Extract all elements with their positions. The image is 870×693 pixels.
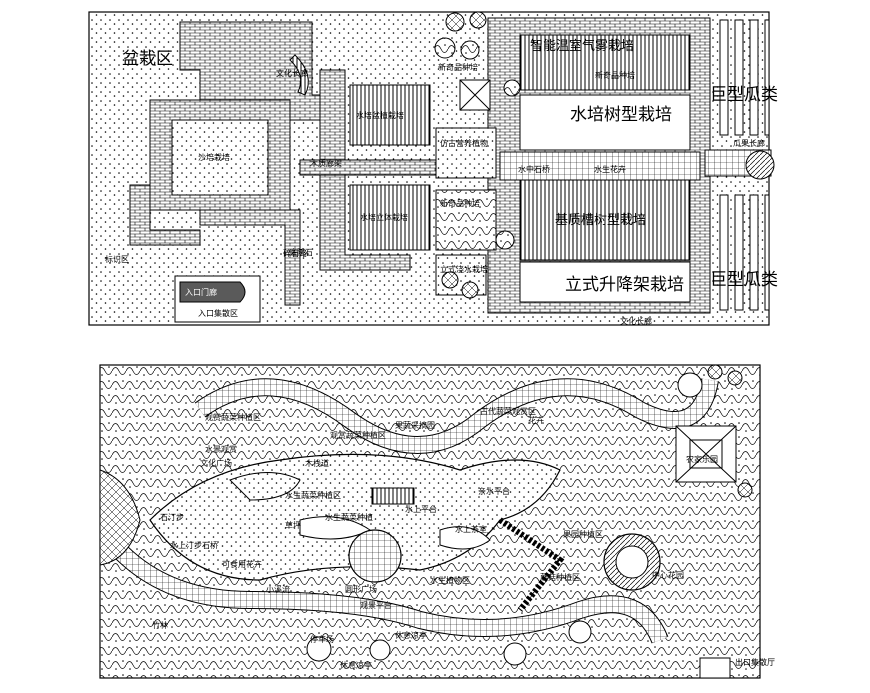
label-wood-corridor: 木质廊架 <box>310 158 342 168</box>
wood-corridor-north <box>349 84 431 146</box>
label-new-species: 新奇品种培 <box>595 70 635 80</box>
label-melon-corridor: 瓜果长廊 <box>733 138 765 148</box>
lake-island-east <box>439 526 491 550</box>
label-entrance-stage: 入口集散区 <box>198 308 238 318</box>
label-ancient-plant: 仿古营养植物 <box>440 138 488 148</box>
label-water-plant2: 水生蔬菜种植 <box>325 512 373 522</box>
label-water-culture-top: 水培盆植栽培 <box>356 110 404 120</box>
garden-stone <box>745 150 775 180</box>
label-flower-area: 可食用花卉 <box>222 559 262 569</box>
label-culture-gallery: 文化长廊 <box>276 68 308 78</box>
label-aquatic-house: 水上茶室 <box>455 524 487 534</box>
label-water-stone: 石汀步 <box>160 513 184 522</box>
tree-cluster-east <box>677 364 753 498</box>
label-flower-north: 花卉 <box>528 415 544 425</box>
tree-cluster-north <box>434 11 521 299</box>
label-water-stage: 亲水平台 <box>478 486 510 496</box>
entrance-gate-shape <box>179 281 246 303</box>
new-species-box <box>435 189 497 251</box>
label-culture-gallery-bottom: 文化长廊 <box>620 316 652 326</box>
label-parking: 停车场 <box>310 634 334 644</box>
exit-block <box>699 657 731 679</box>
label-stand-culture: 立式升降架栽培 <box>565 275 684 295</box>
wood-corridor-south <box>349 184 431 251</box>
label-stone-path: 碎石路 <box>283 248 307 258</box>
small-circle-3 <box>503 642 527 666</box>
bottom-plan: 观赏蔬菜种植区 观赏蔬菜种植区 果蔬采摘园 古代蔬菜观赏区 花卉 水景观赏 文化… <box>99 364 775 679</box>
label-stand-culture-sub: 立式浇水栽培 <box>440 264 488 274</box>
giant-melon-rows-north <box>719 19 770 136</box>
label-wood-walk: 木栈道 <box>305 458 329 468</box>
round-square-plaza <box>348 529 402 583</box>
north-path <box>195 378 718 453</box>
small-circle-1 <box>306 636 332 662</box>
label-entrance-gate: 入口门廊 <box>185 287 217 297</box>
label-central-garden: 中心花园 <box>652 570 684 580</box>
brick-path-south <box>199 209 301 306</box>
label-water-flower: 水生花卉 <box>594 164 626 174</box>
water-culture-bed <box>519 94 691 151</box>
label-vegetable-mid: 观赏蔬菜种植区 <box>330 430 386 440</box>
label-giant-melon-bottom: 巨型瓜类 <box>710 270 778 290</box>
label-new-species-box: 新奇品种培 <box>440 198 480 208</box>
label-vertical-culture: 基质槽树型栽培 <box>555 212 646 228</box>
label-garden-stone: 庭院石 <box>289 247 313 257</box>
stand-culture-bed <box>519 261 691 303</box>
lake-island-north <box>229 472 301 501</box>
label-round-square2: 观景平台 <box>360 600 392 610</box>
label-culture-square: 文化广场 <box>200 458 232 468</box>
label-fog-culture-north: 新奇品种培 <box>438 62 478 72</box>
small-circle-4 <box>568 620 592 644</box>
label-water-platform: 水上平台 <box>405 504 437 514</box>
sand-culture-bed <box>171 119 269 196</box>
villa-roof-inner <box>689 439 723 469</box>
label-round-square: 圆形广场 <box>345 584 377 594</box>
central-garden-core <box>615 545 649 579</box>
label-ancient-vegetable: 古代蔬菜观赏区 <box>480 406 536 416</box>
stone-step-path <box>498 517 565 612</box>
label-bonsai-zone: 盆栽区 <box>122 49 173 69</box>
label-aquatic-view: 水景观赏 <box>205 444 237 454</box>
villa-roof <box>675 425 737 483</box>
label-fog-culture: 智能温室气雾栽培 <box>530 38 634 54</box>
vertical-culture-bed <box>519 179 691 261</box>
ancient-plant-box <box>435 127 497 179</box>
label-fruit-area: 果园种植区 <box>563 529 603 539</box>
west-entrance <box>99 469 141 566</box>
water-channel <box>499 151 701 181</box>
brick-path-west <box>129 184 201 246</box>
label-sand-culture: 沙培栽培 <box>198 152 230 162</box>
label-sign-small: 标识区 <box>105 254 129 264</box>
label-rest-house-2: 休息凉亭 <box>340 660 372 670</box>
fog-culture-bed <box>519 34 691 91</box>
wood-bridge <box>371 487 415 505</box>
label-lawn: 草坪 <box>285 520 301 530</box>
label-vegetable-north: 观赏蔬菜种植区 <box>205 412 261 422</box>
label-villa: 农家乐园 <box>686 454 718 464</box>
label-giant-melon-top: 巨型瓜类 <box>710 85 778 105</box>
label-water-plant: 水生蔬菜种植区 <box>285 490 341 500</box>
label-vegetable-west: 果蔬采摘园 <box>395 420 435 430</box>
label-stone-bridge: 水上汀步石桥 <box>170 540 218 550</box>
label-landscape: 水生植物区 <box>430 575 470 585</box>
pavilion-north <box>459 79 491 111</box>
label-bamboo: 竹林 <box>152 620 168 630</box>
label-exit-hall: 出口集散厅 <box>735 657 775 667</box>
label-rest-house: 休息凉亭 <box>395 630 427 640</box>
label-mushroom: 蘑菇种植区 <box>540 572 580 582</box>
south-path <box>103 534 668 644</box>
label-small-stream: 小溪流 <box>266 584 290 594</box>
small-circle-2 <box>369 639 391 661</box>
label-water-culture-model: 水培树型栽培 <box>570 105 672 125</box>
label-water-tree: 水中石桥 <box>518 164 550 174</box>
culture-gallery-fan <box>289 54 309 96</box>
brick-path-center <box>319 69 411 271</box>
label-water-culture-lower: 水培立体栽培 <box>360 212 408 222</box>
giant-melon-rows-south <box>719 194 770 311</box>
top-plan: 盆栽区 文化长廊 沙培栽培 水培盆植栽培 水培立体栽培 木质廊架 碎石路 仿古营… <box>88 11 778 326</box>
